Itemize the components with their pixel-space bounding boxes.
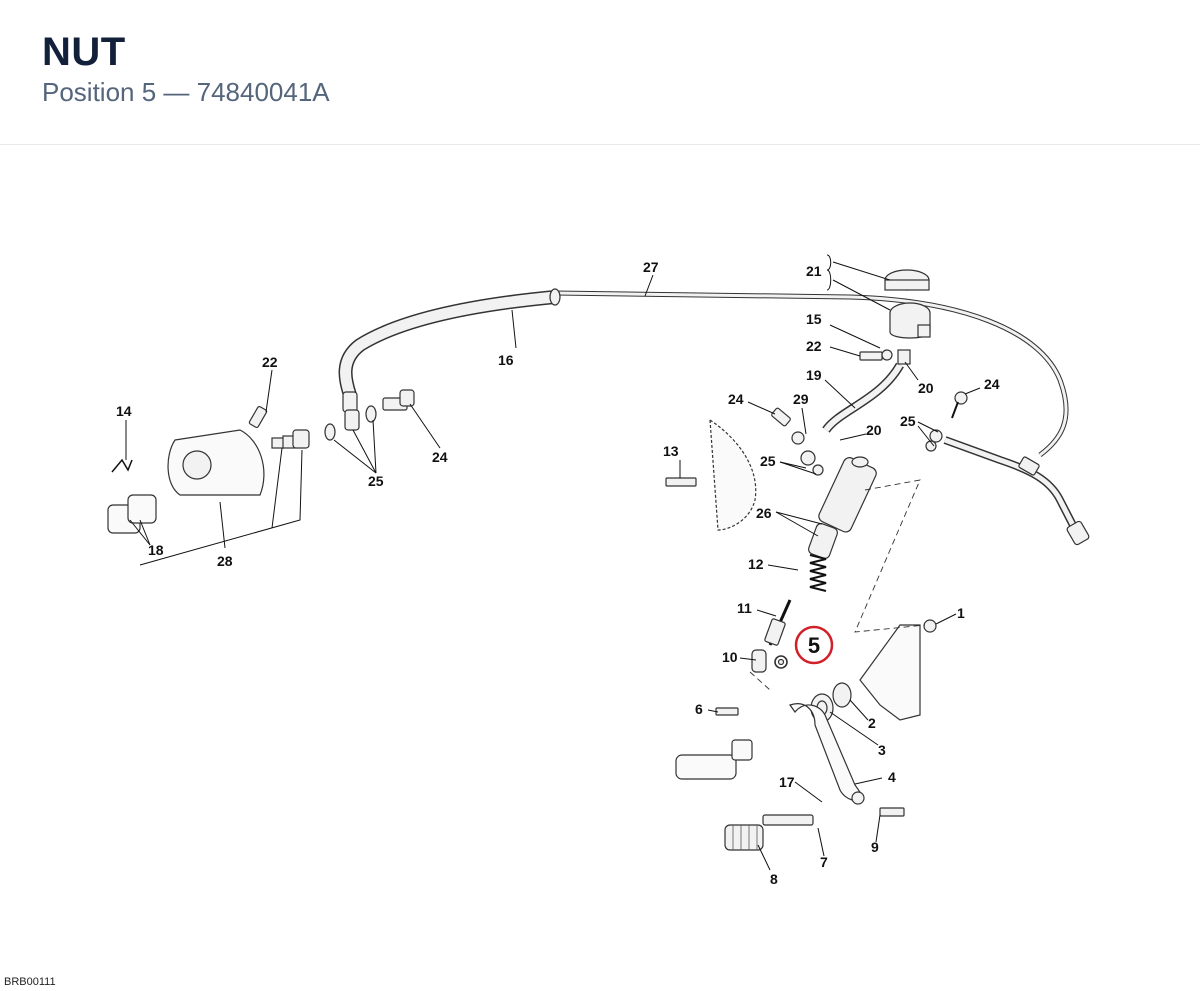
callout-23: 22	[806, 338, 822, 354]
caliper-28	[167, 405, 310, 496]
callout-12: 12	[748, 556, 764, 572]
nut-5	[774, 655, 788, 669]
callout-11: 11	[737, 600, 752, 616]
clevis-10	[751, 649, 767, 673]
master-cylinder-26	[807, 456, 877, 559]
callout-24c: 24	[432, 449, 448, 465]
washers-25-left	[324, 389, 415, 441]
diagram-code: BRB00111	[4, 976, 56, 988]
callout-8: 8	[770, 871, 778, 887]
callout-28: 28	[217, 553, 233, 569]
callout-19: 19	[806, 367, 822, 383]
callout-7: 7	[820, 854, 828, 870]
callout-17: 17	[779, 774, 795, 790]
bracket-1	[859, 619, 937, 721]
reservoir-21	[884, 269, 931, 339]
callout-13: 13	[663, 443, 679, 459]
bushing-2	[832, 682, 852, 708]
callout-25b: 25	[760, 453, 776, 469]
leader-lines	[125, 254, 981, 871]
highlight-ring	[794, 625, 834, 665]
callout-22: 22	[262, 354, 278, 370]
bolt-23	[859, 349, 893, 361]
callout-20a: 20	[918, 380, 934, 396]
pedal-lever-4	[789, 703, 865, 805]
assembly-lines	[749, 479, 926, 691]
hose-19	[822, 362, 904, 433]
callout-6: 6	[695, 701, 703, 717]
callout-21: 21	[806, 263, 822, 279]
callout-24a: 24	[984, 376, 1000, 392]
callout-16: 16	[498, 352, 514, 368]
bolt-24-center	[771, 407, 824, 476]
callout-29: 29	[793, 391, 809, 407]
callout-25c: 25	[368, 473, 384, 489]
foot-peg-8	[724, 814, 814, 851]
callout-25a: 25	[900, 413, 916, 429]
bolt-13	[665, 477, 697, 487]
callout-10: 10	[722, 649, 738, 665]
callout-labels: 27 16 21 15 22 20 19 24 25 24 29 20 25 1…	[116, 259, 1000, 887]
callout-20b: 20	[866, 422, 882, 438]
callout-3: 3	[878, 742, 886, 758]
callout-1: 1	[957, 605, 965, 621]
hose-27	[554, 290, 1069, 457]
page-subtitle: Position 5 — 74840041A	[42, 77, 330, 107]
push-rod-11	[764, 599, 792, 646]
callout-9: 9	[871, 839, 879, 855]
heel-guard	[709, 418, 757, 531]
callout-24b: 24	[728, 391, 744, 407]
pin-clip-14	[111, 458, 133, 473]
page-title: NUT	[42, 30, 126, 74]
bolt-24-right	[951, 391, 968, 419]
rear-peg	[675, 739, 753, 780]
bolt-9	[879, 807, 905, 817]
highlight-label: 5	[808, 633, 820, 658]
header: NUT Position 5 — 74840041A	[0, 0, 1200, 145]
hose-right-fitting	[925, 429, 1090, 546]
callout-18: 18	[148, 542, 164, 558]
callout-27: 27	[643, 259, 659, 275]
spring-12	[809, 554, 827, 592]
callout-2: 2	[868, 715, 876, 731]
callout-15: 15	[806, 311, 822, 327]
hose-16	[338, 288, 561, 413]
callout-26: 26	[756, 505, 772, 521]
callout-14: 14	[116, 403, 132, 419]
bolt-6	[715, 707, 739, 716]
callout-4: 4	[888, 769, 896, 785]
banjo-20-top	[897, 349, 911, 365]
brake-pads-18	[107, 494, 157, 534]
highlight-position-5[interactable]: 5	[794, 625, 834, 665]
